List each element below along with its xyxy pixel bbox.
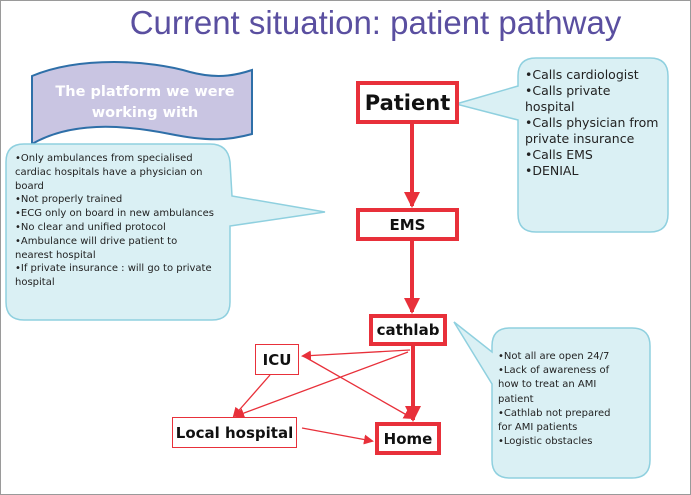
callout-line: •Calls physician from <box>525 115 659 130</box>
callout-line: •Calls EMS <box>525 147 593 162</box>
banner-shape <box>31 61 253 146</box>
callout-line: •ECG only on board in new ambulances <box>15 208 214 220</box>
node-local-hospital: Local hospital <box>172 417 297 448</box>
node-home: Home <box>375 422 441 455</box>
node-home-label: Home <box>383 429 433 448</box>
patient-callout: •Calls cardiologist •Calls private hospi… <box>525 67 658 179</box>
ems-callout-shape <box>5 143 326 321</box>
callout-line: •Only ambulances from specialised <box>15 153 193 164</box>
callout-line: hospital <box>15 277 55 289</box>
node-ems: EMS <box>356 208 459 241</box>
edge-icu-home <box>304 356 414 419</box>
node-ems-label: EMS <box>389 215 426 234</box>
callout-line: for AMI patients <box>498 421 578 433</box>
callout-line: hospital <box>525 99 575 114</box>
edge-icu-local <box>232 374 271 418</box>
callout-line: •Lack of awareness of <box>498 365 610 377</box>
callout-line: •Not properly trained <box>15 194 123 206</box>
node-patient-label: Patient <box>364 90 451 115</box>
node-icu: ICU <box>255 344 299 375</box>
slide-title: Current situation: patient pathway <box>129 4 622 41</box>
cathlab-callout: •Not all are open 24/7 •Lack of awarenes… <box>498 350 611 449</box>
edge-cathlab-local <box>234 351 409 418</box>
node-cathlab-label: cathlab <box>376 321 440 339</box>
cathlab-callout-shape <box>453 321 651 479</box>
callout-line: •No clear and unified protocol <box>15 221 166 233</box>
callout-line: patient <box>498 393 534 405</box>
ems-callout: •Only ambulances from specialised cardia… <box>15 152 214 290</box>
banner-label: The platform we were working with <box>55 84 235 122</box>
node-local-hospital-label: Local hospital <box>175 423 294 442</box>
callout-line: private insurance <box>525 131 635 146</box>
callout-line: board <box>15 180 44 192</box>
edge-cathlab-icu <box>301 349 411 361</box>
callout-line: •DENIAL <box>525 163 579 178</box>
callout-line: •Calls cardiologist <box>525 67 639 82</box>
node-icu-label: ICU <box>262 350 292 369</box>
callout-line: •If private insurance : will go to priva… <box>15 263 212 275</box>
callout-line: how to treat an AMI <box>498 379 597 391</box>
node-cathlab: cathlab <box>369 314 447 346</box>
edge-local-home <box>301 427 374 445</box>
callout-line: •Not all are open 24/7 <box>498 351 610 362</box>
callout-line: •Cathlab not prepared <box>498 407 611 419</box>
callout-line: cardiac hospitals have a physician on <box>15 166 203 178</box>
callout-line: nearest hospital <box>15 249 96 261</box>
callout-line: •Ambulance will drive patient to <box>15 235 178 247</box>
callout-line: •Calls private <box>525 83 611 98</box>
callout-line: •Logistic obstacles <box>498 436 593 448</box>
node-patient: Patient <box>356 81 459 124</box>
patient-callout-shape <box>453 57 669 233</box>
